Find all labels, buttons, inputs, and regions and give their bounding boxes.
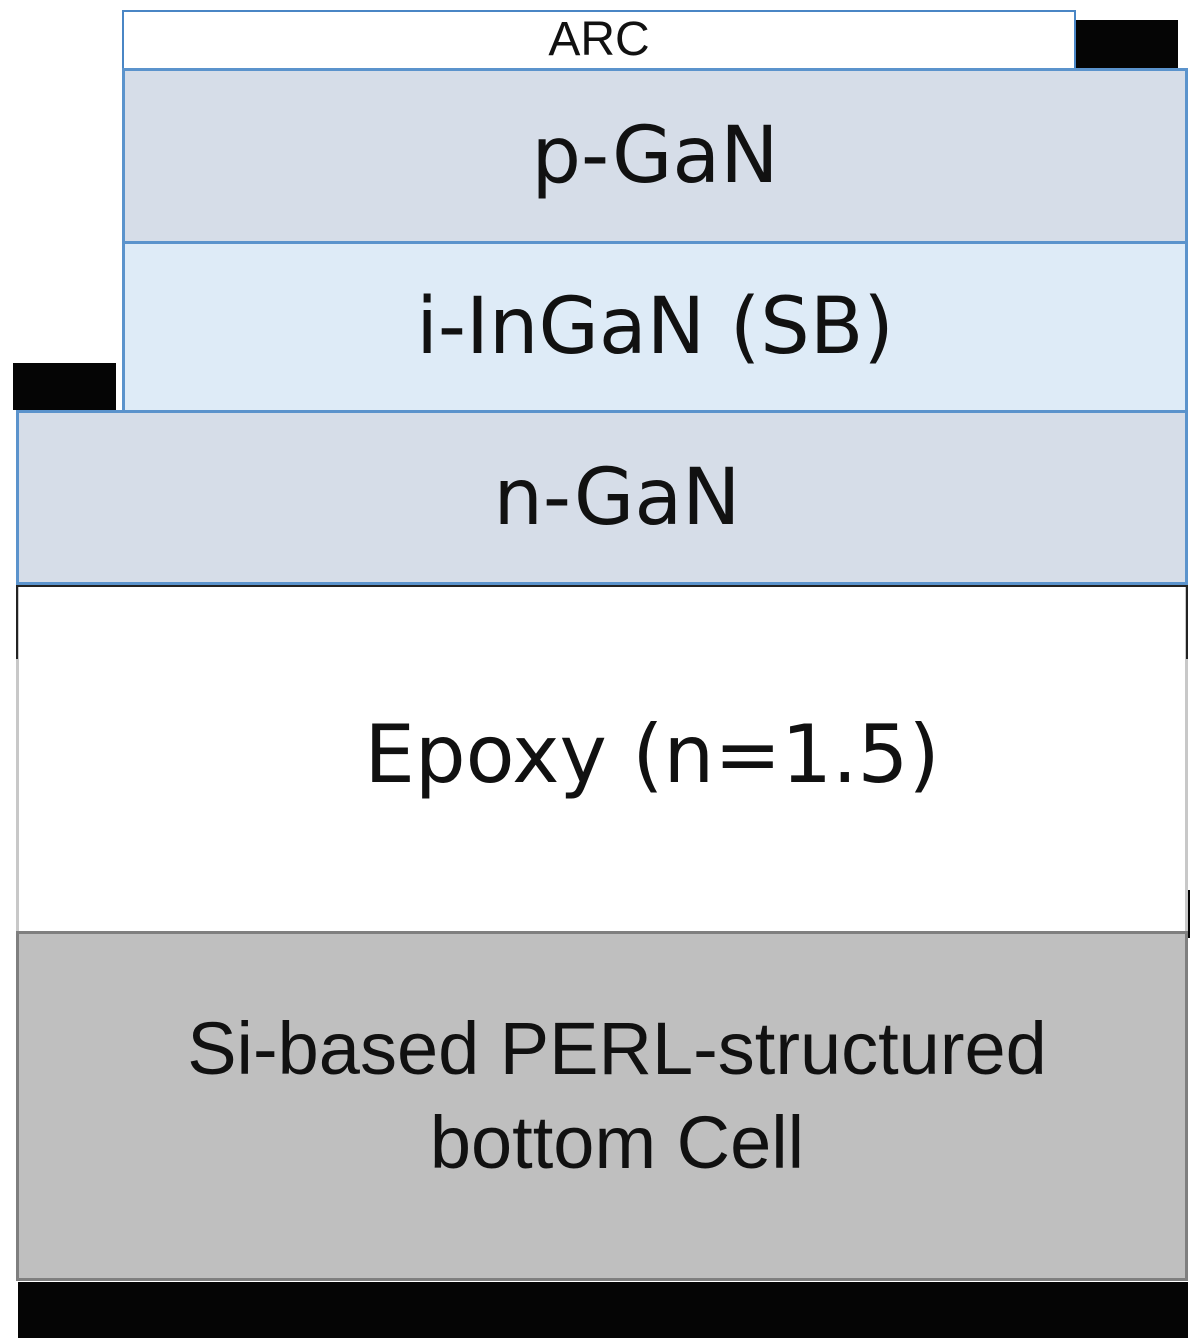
arc-label: ARC: [548, 12, 650, 66]
i-ingan-layer: i-InGaN (SB): [122, 241, 1188, 413]
rear-contact: [18, 1282, 1188, 1338]
n-gan-contact: [13, 363, 116, 410]
p-gan-layer: p-GaN: [122, 68, 1188, 244]
top-contact: [1076, 20, 1178, 70]
p-gan-label: p-GaN: [531, 111, 779, 201]
bottom-cell-label-line1: Si-based PERL-structured: [187, 1007, 1047, 1090]
n-gan-layer: n-GaN: [16, 410, 1188, 585]
epoxy-label: Epoxy (n=1.5): [364, 707, 940, 801]
epoxy-top-outline: [16, 585, 1188, 659]
epoxy-layer: Epoxy (n=1.5): [16, 585, 1188, 933]
i-ingan-label: i-InGaN (SB): [416, 282, 894, 372]
bottom-cell-layer: Si-based PERL-structured bottom Cell: [16, 931, 1188, 1281]
bottom-cell-label-line2: bottom Cell: [429, 1101, 805, 1184]
arc-layer: ARC: [122, 10, 1076, 70]
n-gan-label: n-GaN: [493, 452, 741, 543]
